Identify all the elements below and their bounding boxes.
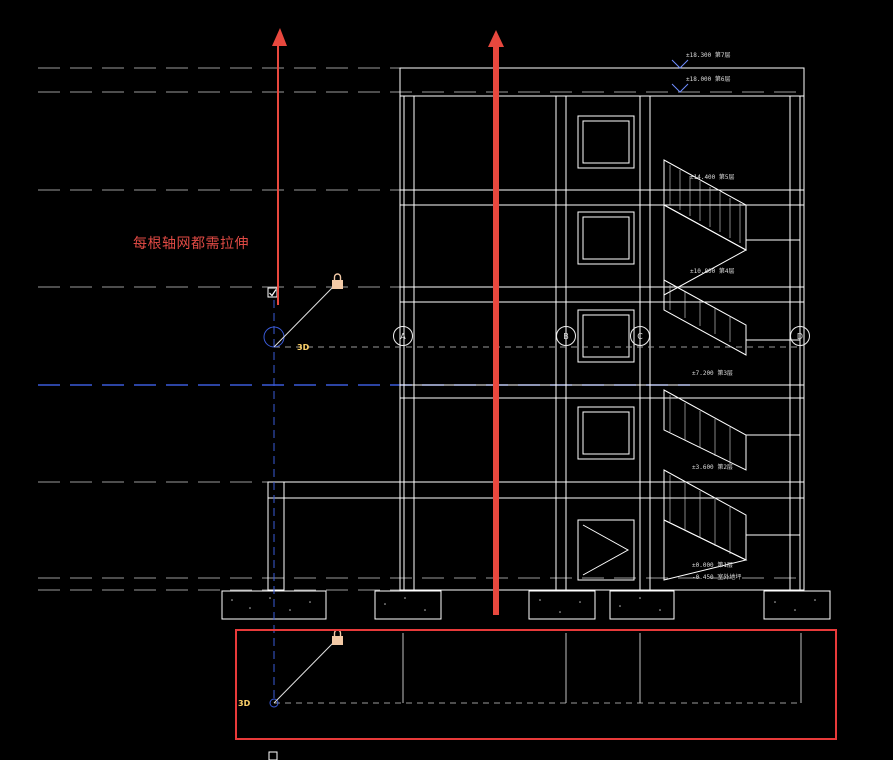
- level-lines: [38, 67, 800, 591]
- grid-bubble-d[interactable]: D: [790, 326, 810, 346]
- level-label-3: ±7.200 第3层: [692, 370, 733, 377]
- highlight-box: [235, 629, 837, 740]
- level-label-2: ±3.600 第2层: [692, 464, 733, 471]
- grid-bubble-b[interactable]: B: [556, 326, 576, 346]
- tag-3d-top[interactable]: 3D: [297, 343, 310, 352]
- grid-bubble-c[interactable]: C: [630, 326, 650, 346]
- lock-icon-bottom[interactable]: [332, 629, 343, 645]
- grid-bubble-a[interactable]: A: [393, 326, 413, 346]
- building-elevation: [267, 67, 805, 591]
- level-label-ground: -0.450 室外地坪: [692, 574, 742, 581]
- level-markers: [671, 59, 689, 93]
- instruction-annotation: 每根轴网都需拉伸: [133, 236, 249, 252]
- level-label-7: ±18.300 第7层: [686, 52, 731, 59]
- stair-flights: [663, 159, 800, 581]
- foundations: [221, 590, 831, 620]
- tag-3d-bottom[interactable]: 3D: [238, 699, 251, 708]
- checkbox-icon[interactable]: [267, 287, 278, 298]
- drag-handle-line-bottom[interactable]: [273, 642, 334, 704]
- level-label-4: ±10.800 第4层: [690, 268, 735, 275]
- level-label-6: ±18.000 第6层: [686, 76, 731, 83]
- stretch-arrow-icon: [272, 28, 504, 615]
- foundation-speckle: [231, 597, 816, 613]
- small-square-handle[interactable]: [268, 751, 278, 760]
- drag-handle-line[interactable]: [273, 286, 334, 348]
- level-label-1: ±0.000 第1层: [692, 562, 733, 569]
- lock-icon[interactable]: [332, 273, 343, 289]
- stair-hatching: [669, 165, 741, 554]
- grid-lines-bottom: [402, 633, 802, 703]
- level-label-5: ±14.400 第5层: [690, 174, 735, 181]
- grid-head-bottom-icon[interactable]: [269, 698, 279, 708]
